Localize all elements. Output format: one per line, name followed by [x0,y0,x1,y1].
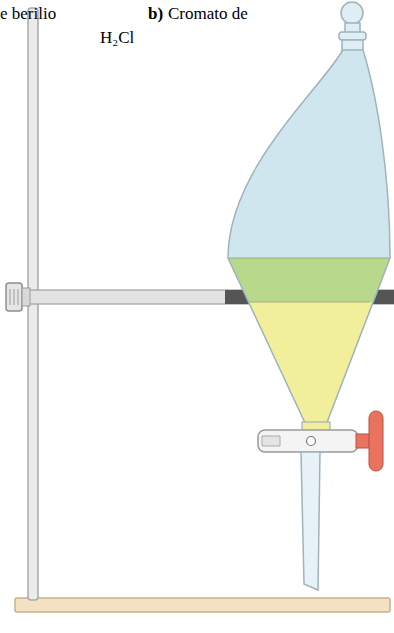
text-fragment: b) [148,4,163,24]
stopcock-tip [262,436,280,446]
funnel-body [228,50,390,425]
funnel-stem [301,452,320,590]
text-fragment: H₂Cl [100,28,134,48]
stand-base [15,598,390,612]
clamp-boss [22,288,30,306]
stopcock-handle [356,434,370,448]
knob-grip [10,289,11,305]
interface-line [228,258,390,259]
stopper-collar [339,32,366,40]
stopcock-handle [369,411,383,471]
text-fragment: e berilio [0,4,56,24]
interface-line [248,302,370,303]
clamp-knob [6,283,22,311]
knob-grip [18,289,19,305]
lower-layer [220,302,394,432]
air-space [220,40,394,260]
stopcock-barrel [258,430,358,452]
text-fragment: Cromato de [168,4,248,24]
stopcock-hole [307,437,316,446]
knob-grip [14,289,15,305]
stopper-knob [341,2,363,24]
